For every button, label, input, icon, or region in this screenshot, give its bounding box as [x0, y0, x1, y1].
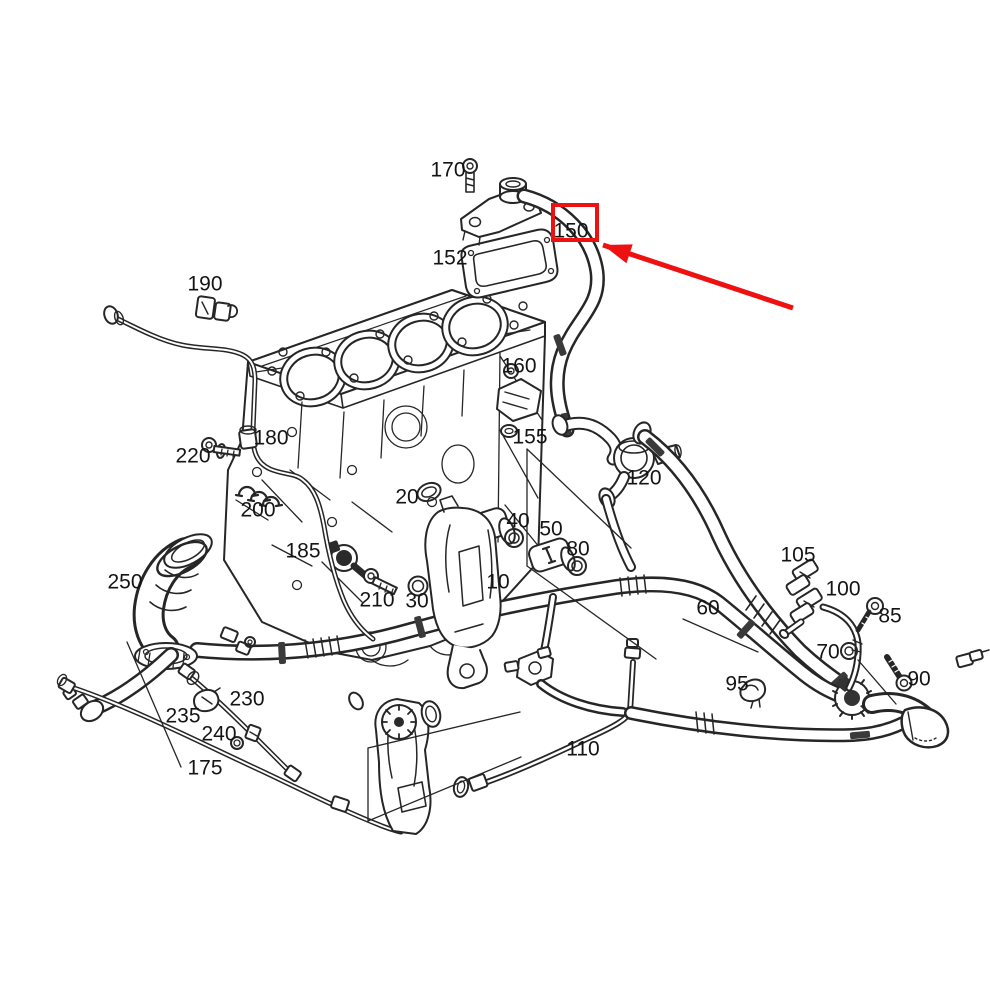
- bolt-90: [884, 654, 913, 692]
- fitting-160: [496, 363, 542, 438]
- head-gasket-152: [460, 228, 559, 299]
- oil-cooler-10: [407, 481, 587, 690]
- deck-bolt-holes: [267, 294, 528, 401]
- bolt-85: [855, 597, 884, 633]
- vent-pipe-180-190: [103, 305, 376, 642]
- inlet-hose-left: [62, 647, 179, 723]
- clamp-235: [193, 687, 221, 713]
- bracket-105: [785, 558, 819, 596]
- bolt-210: [363, 568, 398, 596]
- thermostat-hose-120: [551, 414, 682, 572]
- hose-60: [632, 421, 854, 695]
- engine-block: [223, 289, 546, 667]
- seal-ring-40: [504, 528, 524, 548]
- highlight-arrow-line: [602, 242, 794, 311]
- pipe-230: [177, 662, 302, 783]
- omega-clips-200: [234, 485, 284, 508]
- pipe-clip-190: [194, 295, 238, 322]
- lower-right-hose: [624, 706, 910, 743]
- seal-ring-80: [567, 556, 587, 576]
- clip-95: [739, 678, 767, 709]
- leader-lines: [126, 448, 897, 822]
- bolt-220: [201, 437, 242, 459]
- bolt-240: [230, 723, 262, 750]
- vent-valve: [503, 593, 628, 717]
- bracket-100: [778, 587, 863, 692]
- o-ring-20: [416, 481, 442, 503]
- bolt-170: [462, 158, 478, 193]
- washer-70: [840, 642, 858, 660]
- elbow-duct-250: [132, 533, 213, 665]
- right-edge-connector: [955, 649, 990, 669]
- pipe-175: [56, 673, 404, 835]
- seal-ring-30: [407, 575, 429, 597]
- highlight-arrow-head: [603, 244, 633, 264]
- pump-to-cluster-hose: [189, 574, 845, 702]
- highlight-box: [551, 203, 599, 242]
